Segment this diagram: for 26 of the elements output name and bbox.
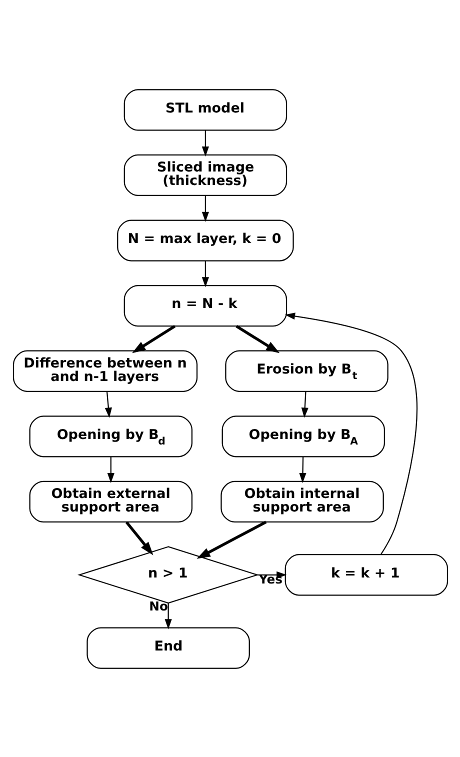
node-box: Obtain internal support area [220, 480, 384, 522]
node-box: Opening by B$_{A}$ [221, 415, 385, 457]
arrow [201, 195, 208, 222]
arrow [104, 390, 112, 418]
arrow [300, 390, 308, 418]
node-box: Sliced image (thickness) [123, 154, 287, 196]
node-box: k = k + 1 [284, 554, 448, 596]
arrow [164, 602, 172, 629]
node-box: N = max layer, k = 0 [116, 219, 294, 261]
node-box: STL model [123, 88, 287, 130]
node-box: Obtain external support area [28, 480, 192, 522]
arrow [132, 324, 176, 353]
node-box: Erosion by B$_{t}$ [224, 350, 388, 392]
arrow [284, 312, 418, 554]
arrow [201, 130, 208, 156]
arrow [256, 570, 286, 578]
arrow [124, 520, 153, 555]
arrow [298, 456, 306, 483]
node-box: End [86, 626, 250, 668]
arrow [196, 520, 266, 558]
arrow [235, 324, 280, 353]
arrow [201, 260, 208, 287]
node-box: n = N - k [123, 284, 287, 326]
node-box: Difference between n and n-1 layers [12, 350, 198, 392]
arrow [106, 456, 114, 483]
node-box: Opening by B$_{d}$ [28, 415, 192, 457]
